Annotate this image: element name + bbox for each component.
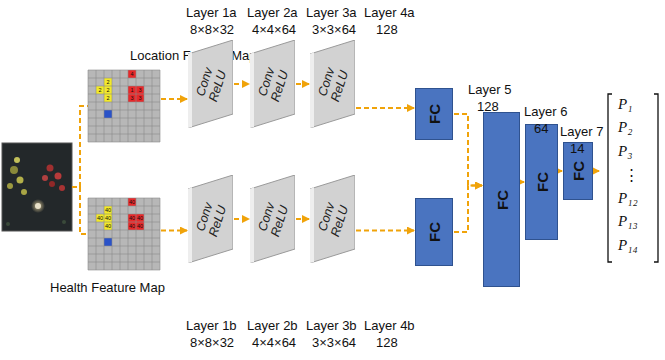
map-title: Health Feature Map [50, 280, 165, 295]
cell-value: 40 [136, 214, 144, 222]
layer-label: Layer 5 [468, 82, 511, 97]
fc-layer: FC [483, 112, 520, 287]
feature-map: Health Feature Map404040404040404040 [88, 198, 160, 270]
conv-layer: Conv ReLU [250, 40, 295, 128]
layer-size: 14 [570, 141, 584, 156]
layer-label: 4×4×64 [252, 335, 296, 350]
connector [161, 230, 187, 232]
cell-value: 4 [128, 70, 136, 78]
layer-size: 3×3×64 [312, 335, 356, 350]
cell-value: 40 [128, 198, 136, 206]
layer-size: 128 [376, 335, 398, 350]
game-screenshot [2, 143, 72, 231]
connector [356, 230, 414, 232]
cell-value: 2 [96, 86, 104, 94]
conv-layer: Conv ReLU [310, 40, 355, 128]
layer-name: FC [493, 190, 510, 210]
cell-value: 1 [128, 86, 136, 94]
layer-label: Layer 4b [364, 318, 415, 333]
connector [356, 107, 414, 109]
layer-size: 4×4×64 [252, 22, 296, 37]
connector [559, 170, 562, 172]
cell-value: 3 [128, 94, 136, 102]
layer-size: 64 [534, 121, 548, 136]
connector [454, 114, 482, 186]
layer-name: FC [533, 172, 550, 192]
grid [88, 198, 160, 270]
layer-size: 8×8×32 [190, 22, 234, 37]
vector-entry: P₃ [618, 143, 632, 160]
cell-value: 40 [104, 206, 112, 214]
layer-size: Layer 1b [186, 318, 237, 333]
layer-label: Layer 4a [364, 5, 415, 20]
conv-layer: Conv ReLU [188, 40, 233, 128]
connector [521, 181, 524, 183]
cell-value: 40 [128, 222, 136, 230]
cell-value: 2 [104, 94, 112, 102]
fc-layer: FC [415, 198, 453, 266]
conv-layer: Conv ReLU [310, 175, 355, 263]
vector-entry: P₁₂ [618, 190, 638, 207]
cell-value: 3 [136, 86, 144, 94]
cell-value: 2 [104, 86, 112, 94]
connector [234, 83, 249, 85]
cell-value: 2 [104, 78, 112, 86]
feature-map: Location Feature Map222241333 [88, 70, 160, 142]
layer-label: Layer 3b [306, 318, 357, 333]
vector-entry: ⋮ [624, 166, 639, 184]
cell-value: 40 [96, 214, 104, 222]
cell-value: 40 [104, 222, 112, 230]
layer-label: Layer 7 [560, 124, 603, 139]
connector [594, 170, 599, 172]
layer-label: Layer 6 [524, 104, 567, 119]
vector-entry: P₁ [618, 96, 632, 113]
conv-layer: Conv ReLU [188, 175, 233, 263]
vector-entry: P₂ [618, 119, 632, 136]
layer-name: FC [426, 222, 443, 242]
layer-size: Layer 2b [247, 318, 298, 333]
grid [88, 70, 160, 142]
layer-size: 128 [376, 22, 398, 37]
fc-layer: FC [415, 88, 453, 140]
connector [296, 218, 309, 220]
layer-size: 3×3×64 [312, 22, 356, 37]
cell-value: 3 [136, 94, 144, 102]
layer-label: Layer 1a [186, 5, 237, 20]
output-vector: P₁ P₂ P₃ ⋮ P₁₂ P₁₃ P₁₄ [600, 92, 662, 264]
connector [296, 83, 309, 85]
cell-value: 40 [136, 222, 144, 230]
connector [234, 218, 249, 220]
layer-label: Layer 3a [306, 5, 357, 20]
connector [161, 98, 187, 100]
vector-entry: P₁₄ [618, 237, 638, 254]
connector [454, 186, 482, 233]
vector-entry: P₁₃ [618, 213, 638, 230]
input-split-lines [72, 106, 88, 234]
layer-size: 128 [477, 99, 499, 114]
cell-value: 40 [128, 214, 136, 222]
layer-name: FC [426, 104, 443, 124]
cell-value: 40 [104, 214, 112, 222]
layer-name: FC [570, 161, 587, 181]
layer-label: 8×8×32 [190, 335, 234, 350]
conv-layer: Conv ReLU [250, 175, 295, 263]
layer-label: Layer 2a [247, 5, 298, 20]
fc-layer: FC [525, 124, 558, 240]
